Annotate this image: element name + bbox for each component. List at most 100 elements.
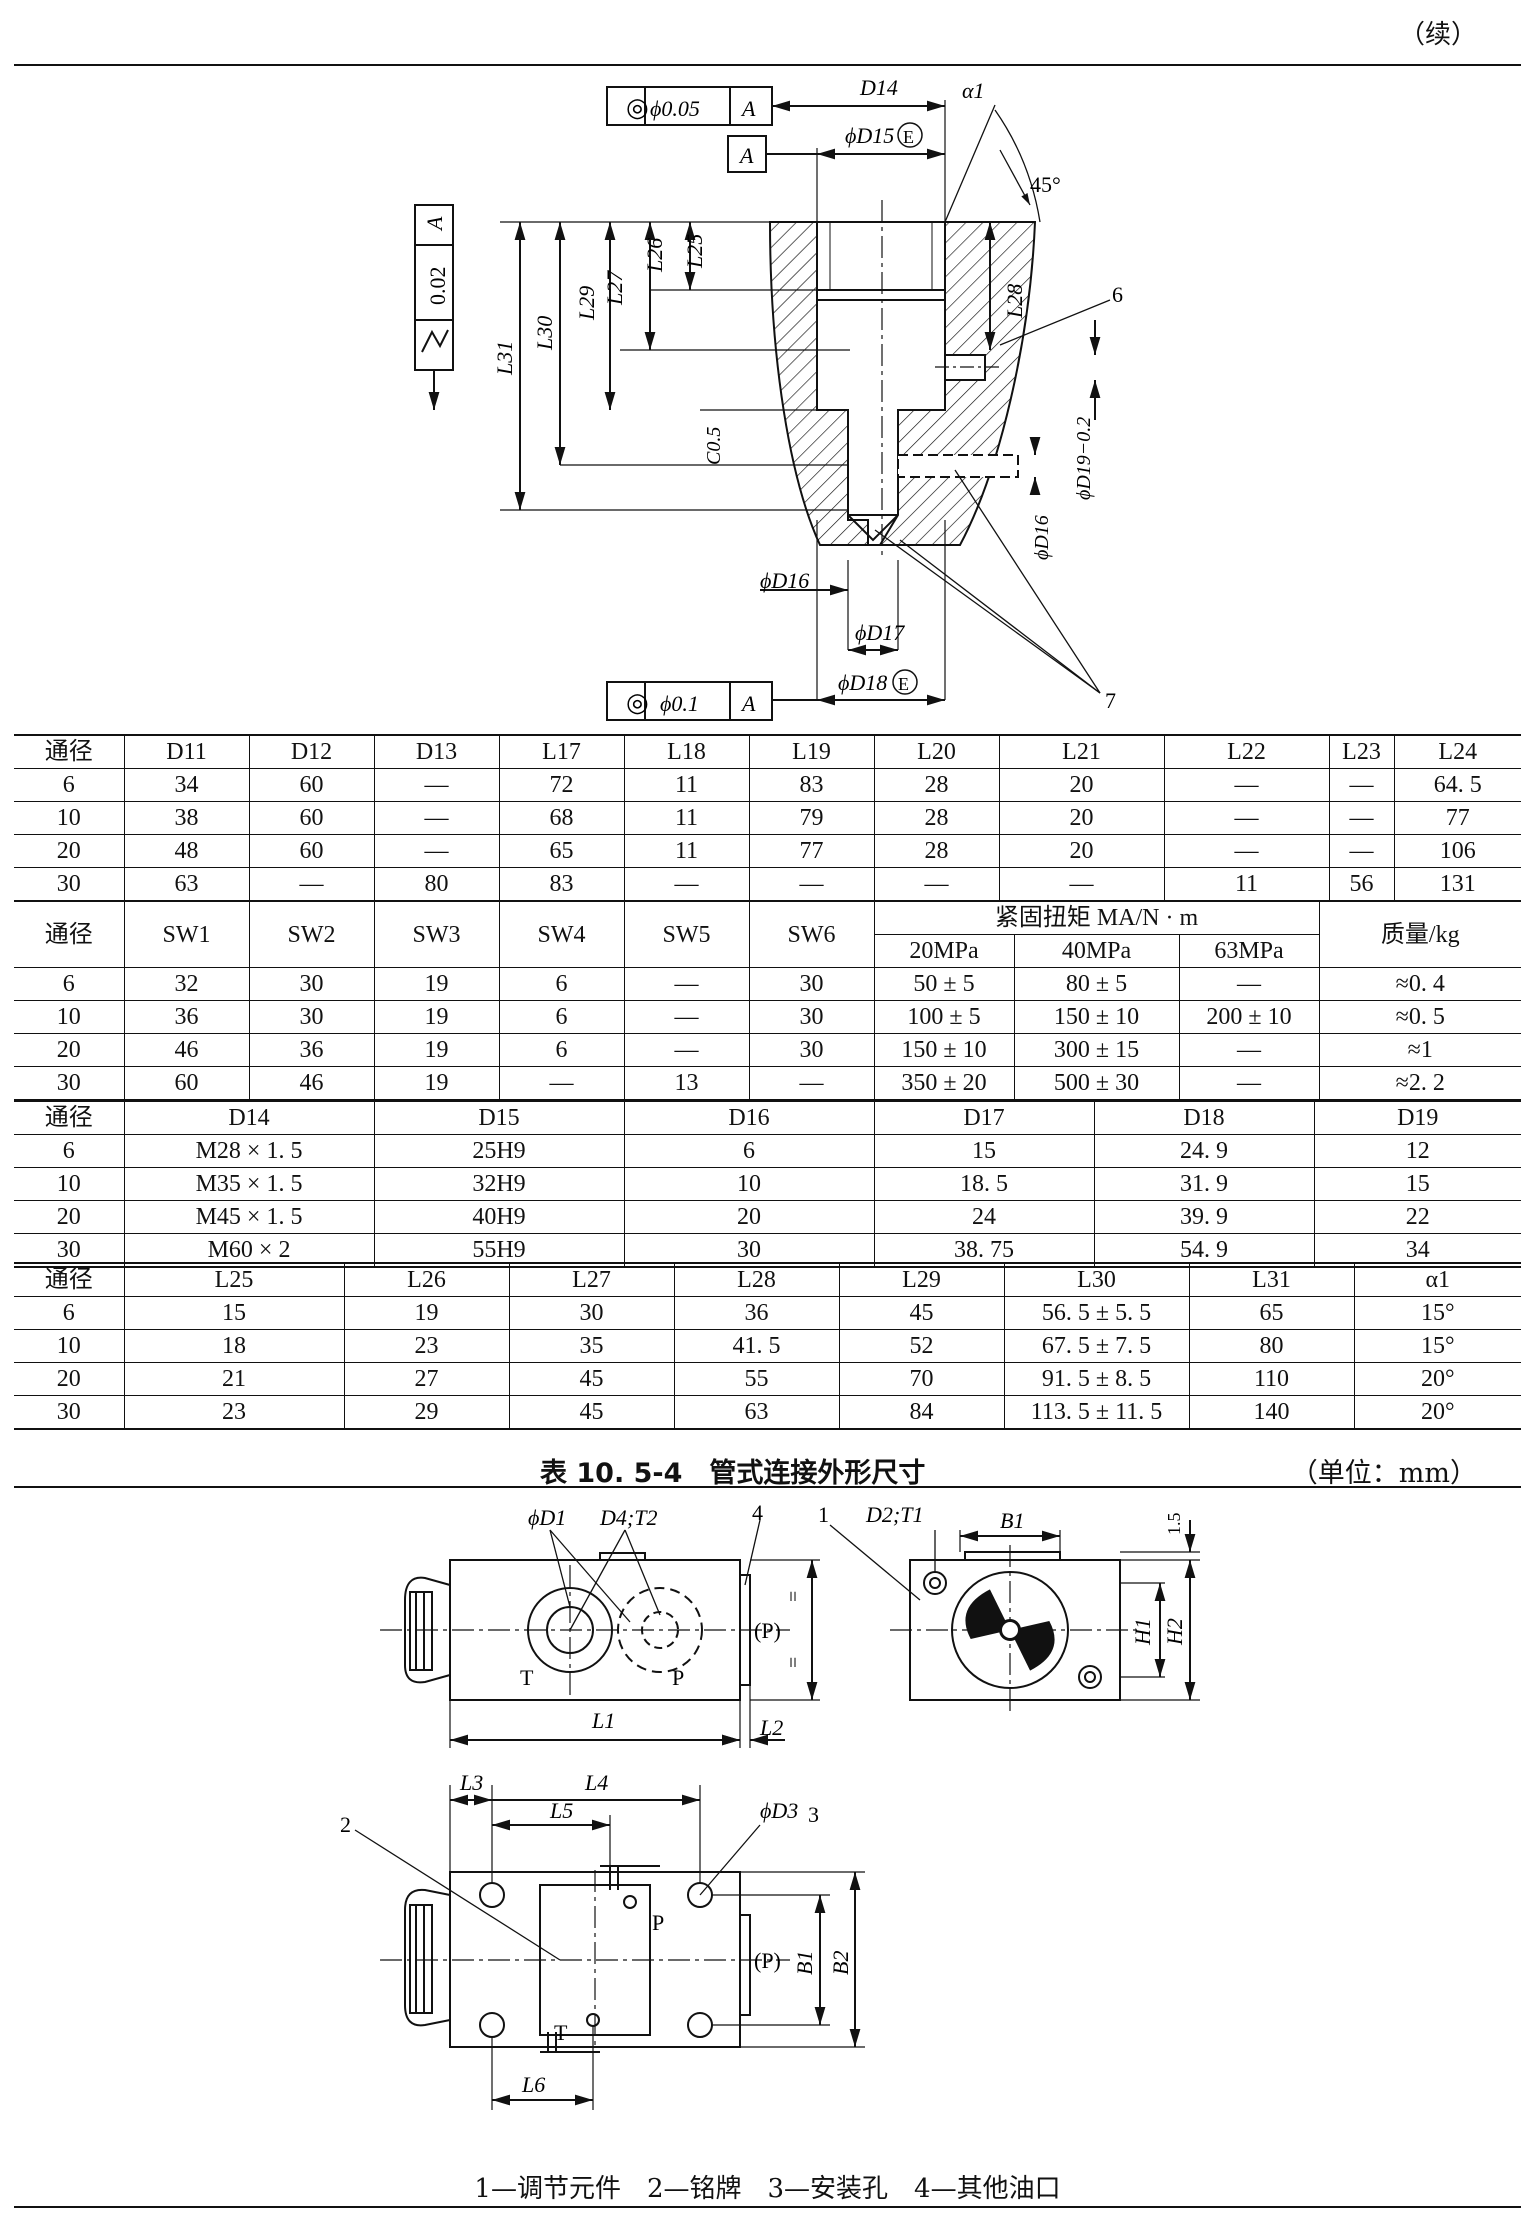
callout-2: 2 xyxy=(340,1812,351,1837)
mass-header: 质量/kg xyxy=(1318,901,1521,968)
header-cell: 63MPa xyxy=(1178,934,1319,968)
header-cell: L23 xyxy=(1328,735,1395,769)
header-cell: SW3 xyxy=(373,901,500,968)
table-cell: 55 xyxy=(673,1362,840,1396)
label-l2: L2 xyxy=(759,1715,783,1740)
table-cell: 11 xyxy=(623,801,750,835)
table-cell: 30 xyxy=(248,1000,375,1034)
table-cell: — xyxy=(998,867,1165,902)
table-cell: 110 xyxy=(1188,1362,1355,1396)
table-cell: 11 xyxy=(1163,867,1330,902)
header-cell: SW2 xyxy=(248,901,375,968)
table-cell: — xyxy=(373,801,500,835)
header-cell: D17 xyxy=(873,1101,1095,1135)
table-cell: 10 xyxy=(14,1000,125,1034)
figure-legend: 1—调节元件 2—铭牌 3—安装孔 4—其他油口 xyxy=(474,2174,1061,2204)
table-cell: 32 xyxy=(123,967,250,1001)
table-cell: 6 xyxy=(498,1000,625,1034)
equal-mark-1: = xyxy=(783,1591,805,1602)
header-cell: 通径 xyxy=(14,1101,125,1135)
table-cell: M45 × 1. 5 xyxy=(123,1200,375,1234)
table-cell: 32H9 xyxy=(373,1167,625,1201)
label-1-5: 1.5 xyxy=(1164,1513,1184,1536)
torque-header: 紧固扭矩 MA/N · m xyxy=(873,901,1320,935)
header-cell: 通径 xyxy=(14,735,125,769)
table-cell: — xyxy=(1328,834,1395,868)
header-cell: SW6 xyxy=(748,901,875,968)
header-cell: D15 xyxy=(373,1101,625,1135)
table-cell: 6 xyxy=(14,967,125,1001)
label-b1-top: B1 xyxy=(792,1951,817,1975)
label-d14: D14 xyxy=(859,75,898,100)
table-cell: 350 ± 20 xyxy=(873,1066,1015,1101)
top-port-t-label: T xyxy=(554,2020,568,2045)
top-port-p-hidden-label: (P) xyxy=(754,1948,781,1973)
table-cell: — xyxy=(1178,1033,1320,1067)
table-wrench-torque-mass: 通径 SW1 SW2 SW3 SW4 SW5 SW6 紧固扭矩 MA/N · m… xyxy=(14,900,1521,1101)
table-cell: 27 xyxy=(343,1362,510,1396)
label-h1: H1 xyxy=(1130,1618,1155,1646)
table-cell: 50 ± 5 xyxy=(873,967,1015,1001)
continued-label: （续） xyxy=(1398,20,1477,50)
header-cell: L22 xyxy=(1163,735,1330,769)
label-d19: ϕD19−0.2 xyxy=(1073,417,1095,500)
callout-7: 7 xyxy=(1105,688,1116,713)
table-cell: 24 xyxy=(873,1200,1095,1234)
table-cell: 65 xyxy=(498,834,625,868)
table-cell: — xyxy=(623,867,750,902)
table-cell: 113. 5 ± 11. 5 xyxy=(1003,1395,1190,1430)
table-header-row: 通径 D11 D12 D13 L17 L18 L19 L20 L21 L22 L… xyxy=(14,735,1521,769)
table-cell: 6 xyxy=(14,1134,125,1168)
label-l25: L25 xyxy=(682,234,707,269)
header-cell: L29 xyxy=(838,1263,1005,1297)
label-l29: L29 xyxy=(574,286,599,321)
table-cell: 6 xyxy=(498,967,625,1001)
label-b2-top: B2 xyxy=(828,1951,853,1975)
table-cell: — xyxy=(498,1066,625,1101)
label-l30: L30 xyxy=(532,316,557,351)
callout-3: 3 xyxy=(808,1802,819,1827)
table-cell: 300 ± 15 xyxy=(1013,1033,1180,1067)
unit-label: （单位：mm） xyxy=(1290,1458,1477,1489)
table-cell: 64. 5 xyxy=(1393,768,1521,802)
tol-bottom-symbol-icon: ◎ xyxy=(626,688,649,717)
table-cell: 6 xyxy=(14,768,125,802)
table-cell: 77 xyxy=(1393,801,1521,835)
table-cell: 15 xyxy=(1313,1167,1521,1201)
table-cell: 63 xyxy=(123,867,250,902)
table-header-row: 通径 D14 D15 D16 D17 D18 D19 xyxy=(14,1101,1521,1135)
table-cell: — xyxy=(1163,768,1330,802)
table-cell: 20 xyxy=(623,1200,875,1234)
label-d18: ϕD18 xyxy=(838,670,887,695)
header-cell: SW1 xyxy=(123,901,250,968)
table-cell: — xyxy=(623,1033,750,1067)
table-cell: 20 xyxy=(14,1362,125,1396)
tol-top-datum: A xyxy=(740,96,756,121)
table-cell: 20 xyxy=(998,768,1165,802)
header-cell: D18 xyxy=(1093,1101,1315,1135)
table-cell: 40H9 xyxy=(373,1200,625,1234)
table-header-row: 通径 SW1 SW2 SW3 SW4 SW5 SW6 紧固扭矩 MA/N · m… xyxy=(14,901,1521,968)
header-cell: D13 xyxy=(373,735,500,769)
bottom-rule xyxy=(14,2206,1521,2208)
table-cell: — xyxy=(1178,967,1320,1001)
runout-icon xyxy=(421,329,449,353)
table-cell: 68 xyxy=(498,801,625,835)
table-cell: 19 xyxy=(373,967,500,1001)
table-cell: 15° xyxy=(1353,1329,1521,1363)
table-cell: 48 xyxy=(123,834,250,868)
table-cell: 20 xyxy=(14,1200,125,1234)
header-cell: L27 xyxy=(508,1263,675,1297)
table-cell: 34 xyxy=(1313,1233,1521,1268)
table-cell: 84 xyxy=(838,1395,1005,1430)
table-cell: 100 ± 5 xyxy=(873,1000,1015,1034)
header-cell: D19 xyxy=(1313,1101,1521,1135)
